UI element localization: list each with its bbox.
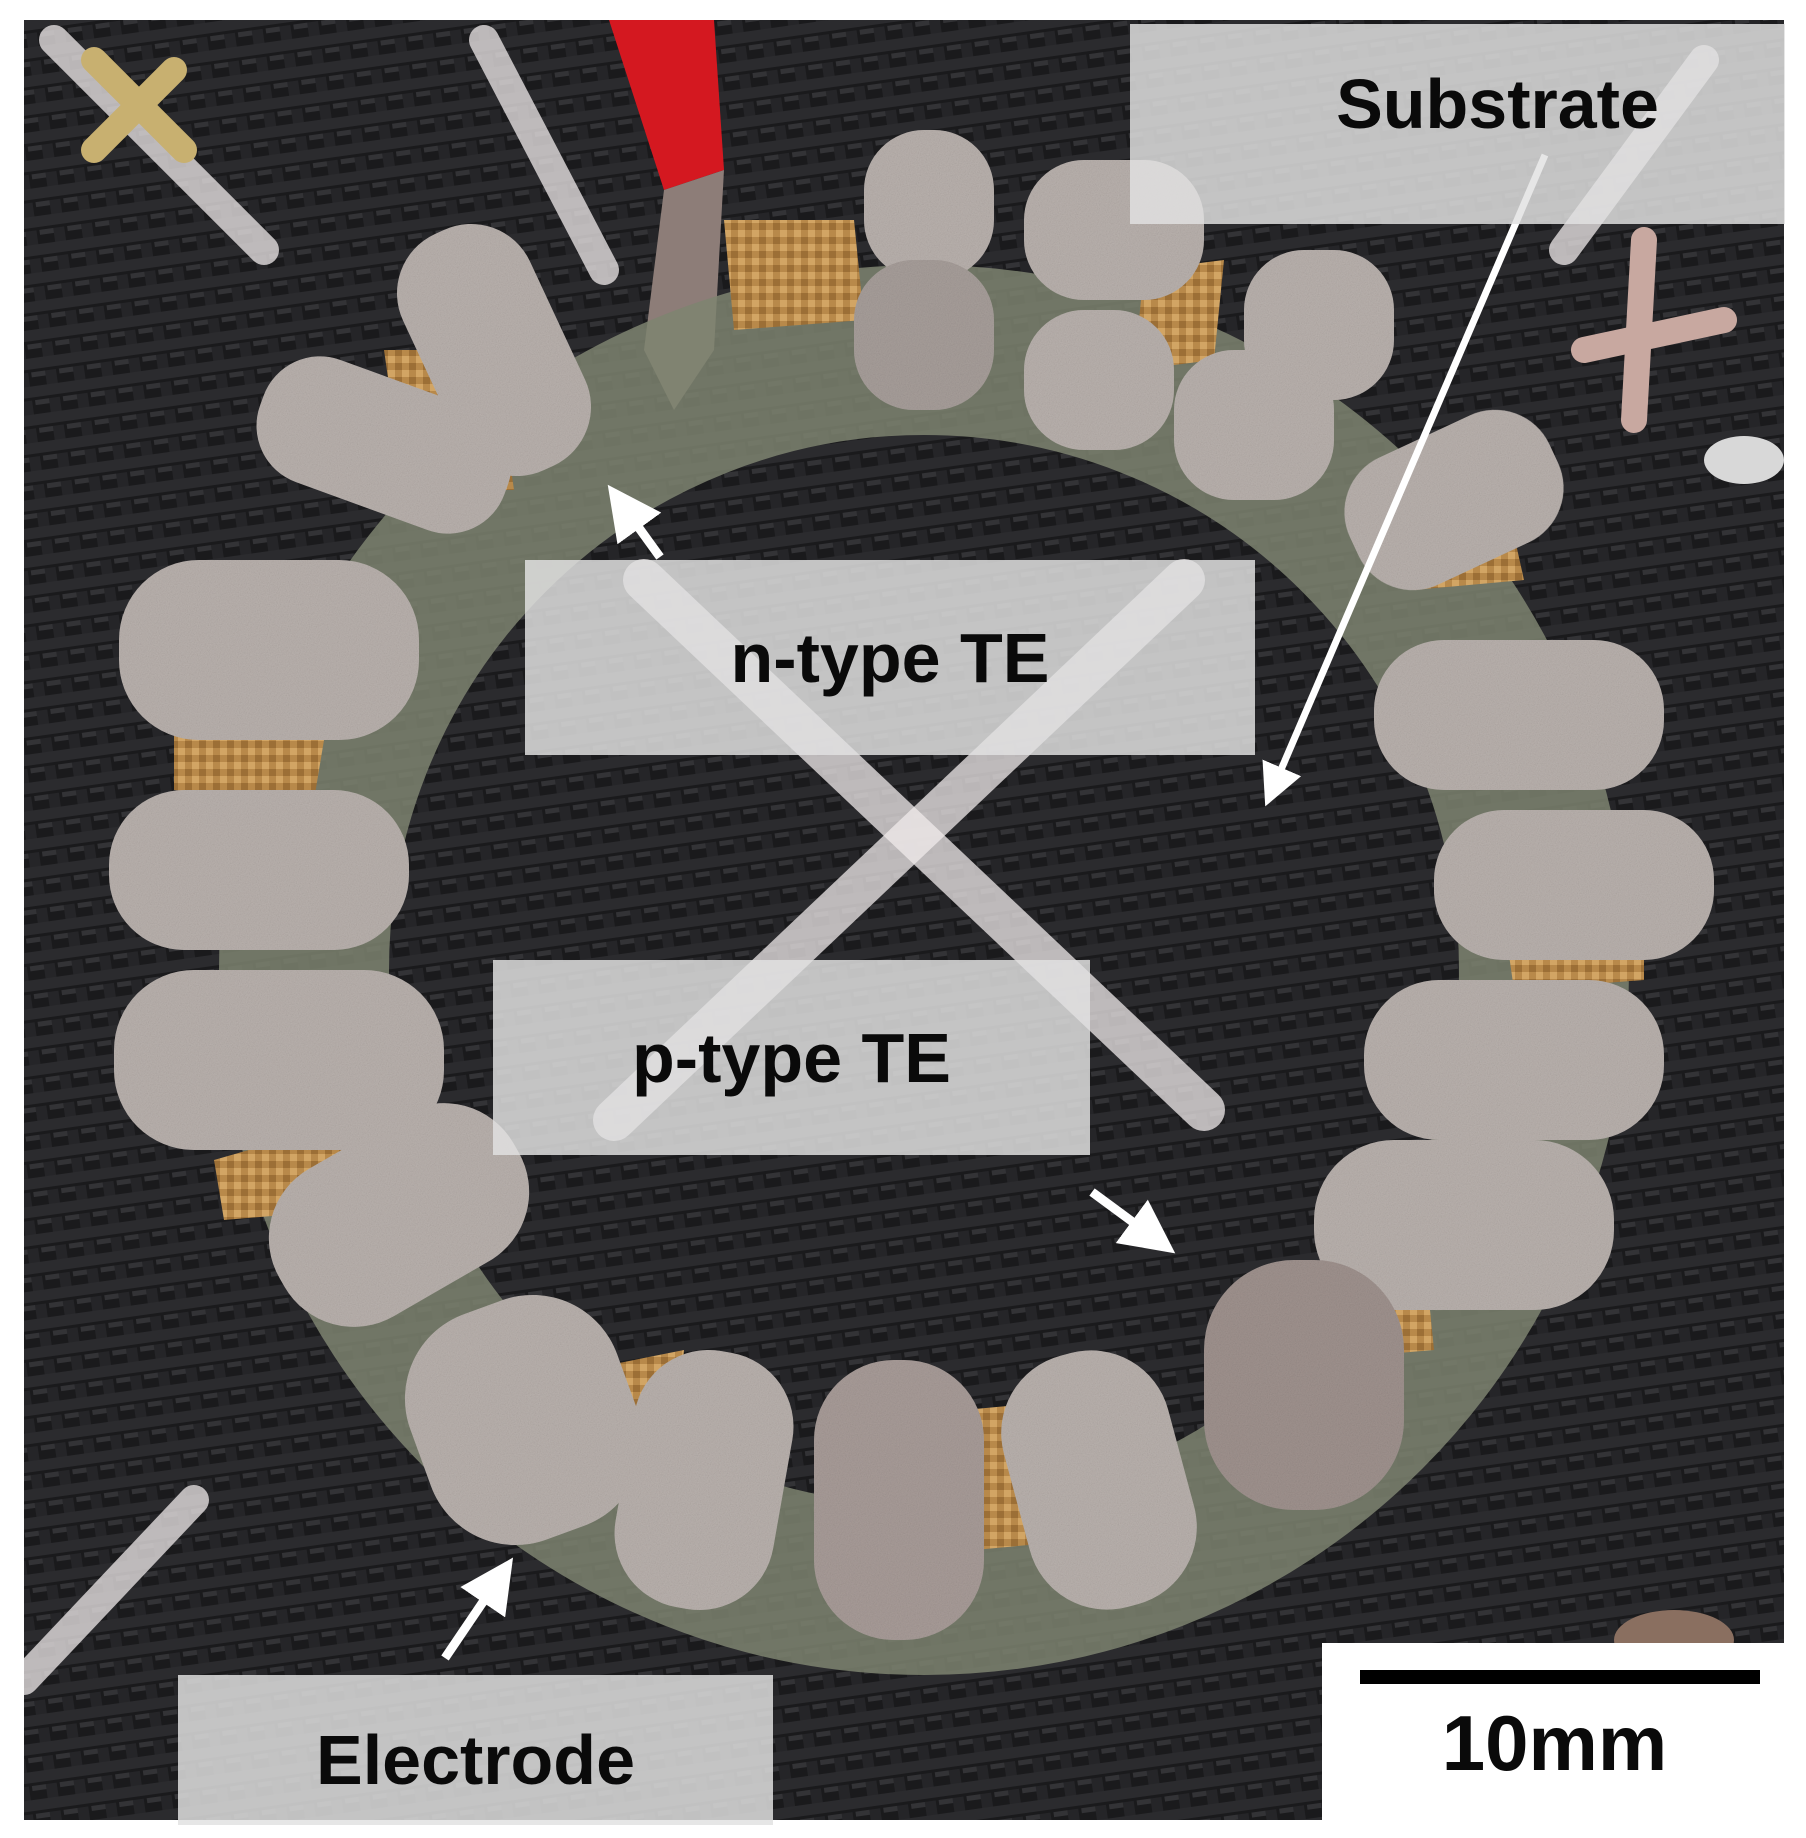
- p-type-label-box: p-type TE: [493, 960, 1090, 1155]
- electrode-label: Electrode: [316, 1721, 635, 1799]
- substrate-label: Substrate: [1336, 65, 1659, 143]
- photograph: [24, 20, 1784, 1820]
- scale-bar-label: 10mm: [1441, 1699, 1668, 1787]
- scale-bar: 10mm: [1322, 1643, 1787, 1826]
- n-type-label: n-type TE: [730, 618, 1050, 697]
- substrate-label-box: Substrate: [1130, 24, 1785, 224]
- p-type-label: p-type TE: [632, 1018, 951, 1097]
- scale-bar-line: [1360, 1670, 1760, 1684]
- n-type-label-box: n-type TE: [525, 560, 1255, 755]
- electrode-label-box: Electrode: [178, 1675, 773, 1825]
- stitched-cross-mark: [1571, 227, 1737, 433]
- stitched-cross-mark-corner: [81, 47, 197, 163]
